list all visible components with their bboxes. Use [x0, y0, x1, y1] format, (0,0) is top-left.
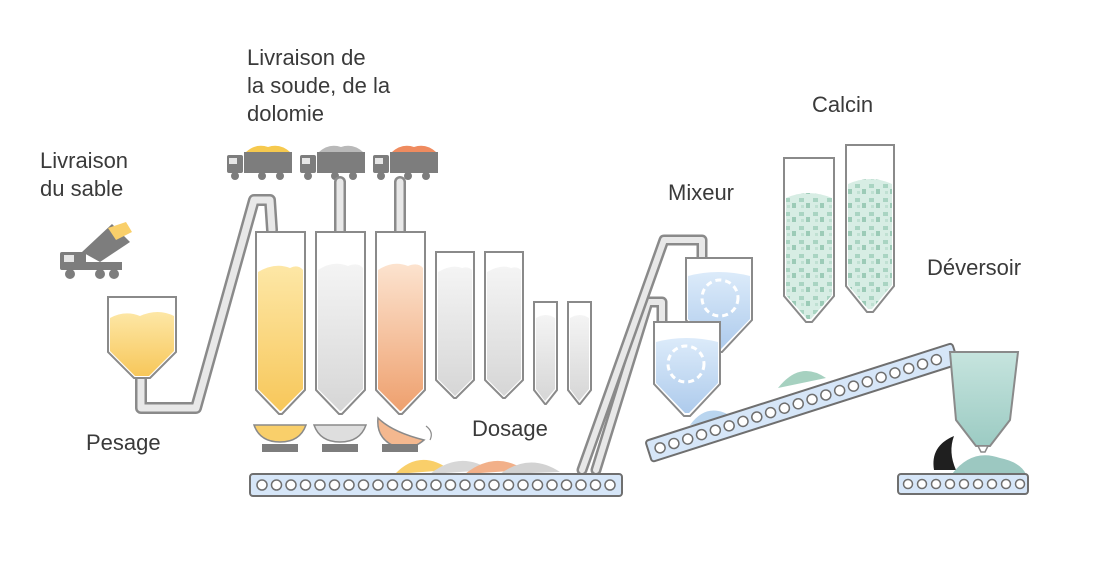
spillway-hopper: [948, 351, 1020, 453]
main-conveyor: [249, 473, 623, 497]
dosing-scale-soda: [312, 424, 368, 452]
silo-sand: [255, 231, 306, 415]
dosing-scale-sand: [252, 424, 308, 452]
sand-tipper-truck: [60, 222, 132, 279]
conveyor-roller: [256, 479, 268, 491]
conveyor-roller: [861, 375, 874, 388]
conveyor-roller: [764, 406, 777, 419]
conveyor-roller: [833, 384, 846, 397]
conveyor-roller: [560, 479, 573, 491]
truck-dolomite: [300, 145, 365, 180]
silo-soda: [315, 231, 366, 415]
conveyor-roller: [575, 479, 587, 491]
inclined-conveyor-material: [690, 370, 826, 425]
conveyor-roller: [328, 479, 341, 491]
conveyor-roller: [916, 358, 929, 370]
spillway-label: Déversoir: [927, 255, 1021, 280]
conveyor-roller: [723, 420, 735, 432]
conveyor-roller: [792, 398, 804, 410]
conveyor-roller: [930, 353, 943, 366]
conveyor-roller: [944, 478, 956, 490]
spillway-material: [952, 455, 1026, 474]
conveyor-roller: [972, 478, 984, 490]
silo-dolomite: [375, 231, 426, 415]
conveyor-roller: [654, 442, 666, 454]
cullet-label: Calcin: [812, 92, 873, 117]
conveyor-roller: [889, 367, 901, 379]
conveyor-roller: [875, 371, 887, 384]
sand-delivery-label: Livraison du sable: [40, 148, 134, 201]
conveyor-roller: [415, 479, 428, 491]
conveyor-roller: [737, 415, 749, 428]
silo-additive-1: [435, 251, 475, 399]
weighing-label: Pesage: [86, 430, 161, 455]
conveyor-roller: [604, 479, 616, 491]
conveyor-roller: [806, 393, 818, 406]
conveyor-roller: [386, 479, 399, 491]
dosing-label: Dosage: [472, 416, 548, 441]
conveyor-roller: [709, 424, 722, 436]
soda-delivery-label: Livraison de la soude, de la dolomie: [247, 45, 396, 126]
weighing-hopper: [107, 296, 177, 379]
cullet-silo-2: [845, 144, 895, 313]
spillway-conveyor: [897, 473, 1029, 495]
spillway-blade: [933, 436, 956, 470]
conveyor-roller: [473, 479, 486, 491]
conveyor-roller: [546, 479, 558, 491]
conveyor-roller: [751, 411, 763, 423]
conveyor-roller: [531, 479, 544, 491]
dosed-material-piles: [395, 459, 560, 474]
conveyor-roller: [517, 479, 529, 491]
conveyor-roller: [916, 478, 928, 490]
conveyor-roller: [986, 478, 998, 490]
conveyor-roller: [681, 433, 694, 445]
truck-soda: [227, 145, 292, 180]
truck-additive: [373, 145, 438, 180]
conveyor-roller: [430, 479, 442, 491]
conveyor-roller: [314, 479, 326, 491]
cullet-silo-1: [783, 157, 835, 323]
conveyor-roller: [343, 479, 355, 491]
mixer-lower: [653, 321, 721, 417]
conveyor-roller: [589, 479, 602, 491]
silo-additive-2: [484, 251, 524, 399]
conveyor-roller: [1014, 478, 1026, 490]
conveyor-roller: [668, 437, 680, 450]
silo-small-1: [533, 301, 558, 405]
conveyor-roller: [778, 402, 791, 414]
conveyor-roller: [299, 479, 312, 491]
conveyor-roller: [902, 478, 914, 490]
conveyor-roller: [695, 428, 708, 441]
conveyor-roller: [357, 479, 370, 491]
conveyor-roller: [847, 380, 860, 392]
conveyor-roller: [820, 389, 832, 401]
silo-small-2: [567, 301, 592, 405]
conveyor-roller: [902, 362, 915, 375]
conveyor-roller: [270, 479, 283, 491]
conveyor-roller: [459, 479, 471, 491]
conveyor-roller: [502, 479, 515, 491]
conveyor-roller: [958, 478, 970, 490]
conveyor-roller: [285, 479, 297, 491]
conveyor-roller: [372, 479, 384, 491]
inclined-conveyor: [645, 342, 959, 463]
dosing-scale-dolomite: [377, 416, 432, 452]
conveyor-roller: [488, 479, 500, 491]
conveyor-roller: [930, 478, 942, 490]
conveyor-roller: [401, 479, 413, 491]
mixer-label: Mixeur: [668, 180, 734, 205]
conveyor-roller: [444, 479, 457, 491]
pipes: [135, 176, 708, 476]
conveyor-roller: [1000, 478, 1012, 490]
